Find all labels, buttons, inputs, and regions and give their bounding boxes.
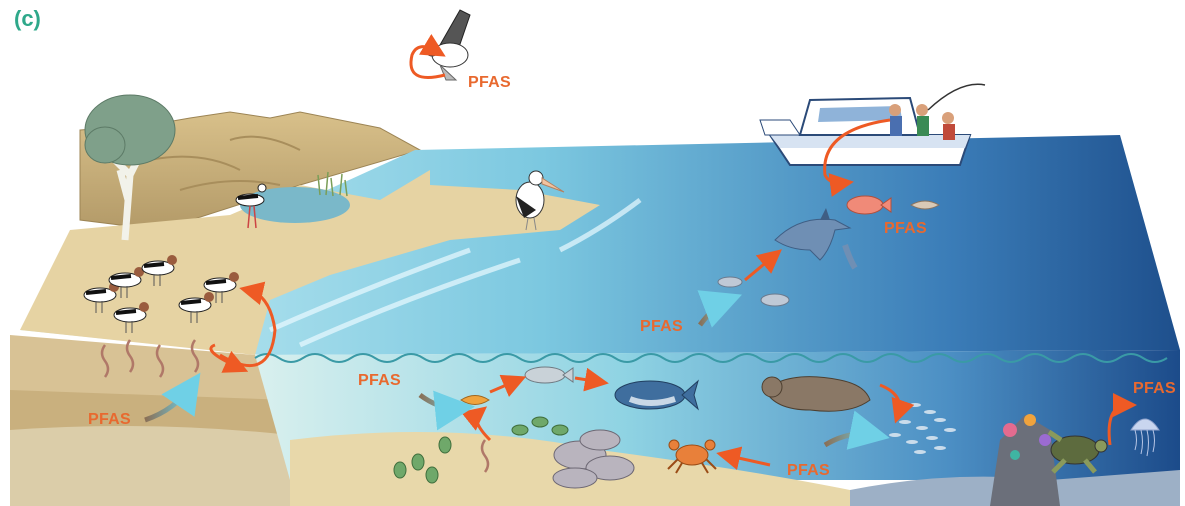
pfas-label-sediment-mid: PFAS — [358, 372, 401, 390]
pfas-label-fish-school: PFAS — [640, 318, 683, 336]
pfas-label-boat: PFAS — [884, 220, 927, 238]
pfas-label-crab: PFAS — [787, 462, 830, 480]
pfas-label-sediment-left: PFAS — [88, 411, 131, 429]
soil-band-light — [10, 426, 290, 506]
panel-label: (c) — [14, 6, 41, 32]
pfas-label-eagle: PFAS — [468, 74, 511, 92]
pfas-label-jellyfish: PFAS — [1133, 380, 1176, 398]
sea-eagle-icon — [426, 10, 470, 80]
